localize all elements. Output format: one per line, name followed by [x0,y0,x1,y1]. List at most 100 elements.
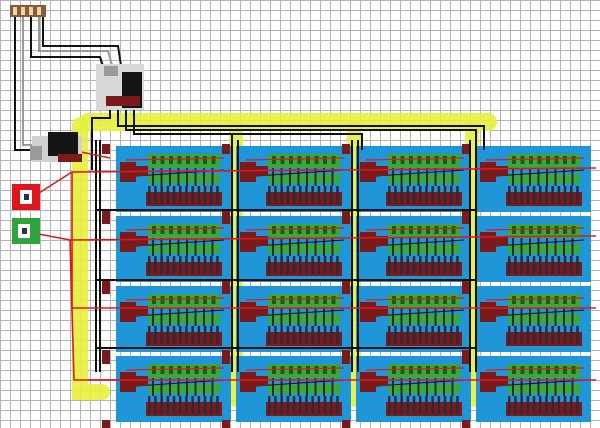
module-pcb-middle [268,244,340,254]
module-pin [186,378,188,396]
module-wire-red [365,157,465,161]
module-pcb-pad [571,366,576,374]
module-header-strip [506,402,582,416]
module-pin [451,378,454,396]
module-pcb-pad [409,156,413,164]
controller-header [106,96,140,106]
module-pcb-middle [388,384,460,394]
module-header-pin [443,256,447,274]
module-pin [280,168,283,186]
module-feed-connector [102,214,110,224]
wire-gray [38,17,115,73]
module-header-pin [545,326,548,344]
module-pcb-pad [289,366,293,374]
module-pin [314,308,317,326]
module-pcb-pad [529,296,533,304]
module-pcb-middle [388,174,460,184]
module-header-pin [437,326,441,344]
module-pcb-pad [160,366,165,374]
module-pin [331,308,334,326]
module-pcb-top [268,364,340,378]
module-pin [409,378,411,396]
module-header-pin [406,186,410,204]
module-pin [152,168,154,186]
module-header-pin [280,256,283,274]
module-connector [120,302,136,322]
module-pin [443,308,445,326]
module-pcb-pad [563,156,567,164]
module-connector [240,372,256,392]
driver-header [58,154,82,162]
module-header-pin [330,256,333,274]
module-header-pin [179,186,182,204]
module-connector-plug [134,306,148,316]
module-pcb-middle [148,244,220,254]
module-pcb-pad [443,226,447,234]
module-pin [211,378,214,396]
module-pcb-top [148,154,220,168]
module-wire-black [135,379,225,387]
module-header-pin [197,326,201,344]
module-header-pin [406,326,410,344]
module-header-pin [336,326,339,344]
module-pcb-pad [177,296,182,304]
module-wire-red [245,227,345,231]
module-pcb-pad [554,226,559,234]
module-header-pin [336,186,339,204]
module-header-pin [336,256,339,274]
led-module-r1c1 [102,144,231,218]
module-pcb-pad [160,156,165,164]
module-header-pin [286,396,290,414]
module-header-pin [280,186,283,204]
pin-header-pin [29,7,33,15]
module-pin [289,238,291,256]
module-header-pin [280,396,283,414]
module-pin [512,378,514,396]
pin-header [10,5,46,17]
module-header-pin [394,256,397,274]
module-header-pin [551,396,554,414]
module-pcb-pad [203,366,207,374]
module-header-pin [576,326,579,344]
module-header-pin [431,186,434,204]
power-jack-green [12,218,40,244]
module-pin [203,308,205,326]
module-pin [512,168,514,186]
module-feed-connector [342,214,350,224]
module-header-pin [456,256,459,274]
module-header-strip [146,262,222,276]
module-header-pin [570,186,573,204]
module-header-pin [323,326,327,344]
module-header-pin [450,326,453,344]
module-header-pin [570,326,573,344]
led-module-r4c1 [102,354,231,428]
module-pcb-pad [417,156,422,164]
module-header-pin [412,396,416,414]
module-feed-connector [222,354,230,364]
module-wire-black [255,309,345,317]
module-header-pin [425,396,428,414]
module-header-pin [400,396,403,414]
module-pcb-pad [331,366,336,374]
module-wire-red [245,157,345,161]
module-header-pin [532,186,536,204]
wire-black [14,17,36,151]
module-header-pin [514,396,517,414]
module-connector [480,372,496,392]
module-pin [211,308,214,326]
module-header-pin [292,256,296,274]
module-header-pin [526,396,530,414]
module-header-pin [425,256,428,274]
module-pcb-middle [268,384,340,394]
power-jack-red [12,184,40,210]
module-pcb-pad [443,366,447,374]
module-pin [400,378,403,396]
module-pcb-pad [426,366,430,374]
module-pcb-pad [546,366,550,374]
module-header-pin [406,396,410,414]
module-wire-black [135,239,225,247]
module-pin [529,238,531,256]
module-pcb-pad [546,156,550,164]
module-pcb-pad [520,156,525,164]
